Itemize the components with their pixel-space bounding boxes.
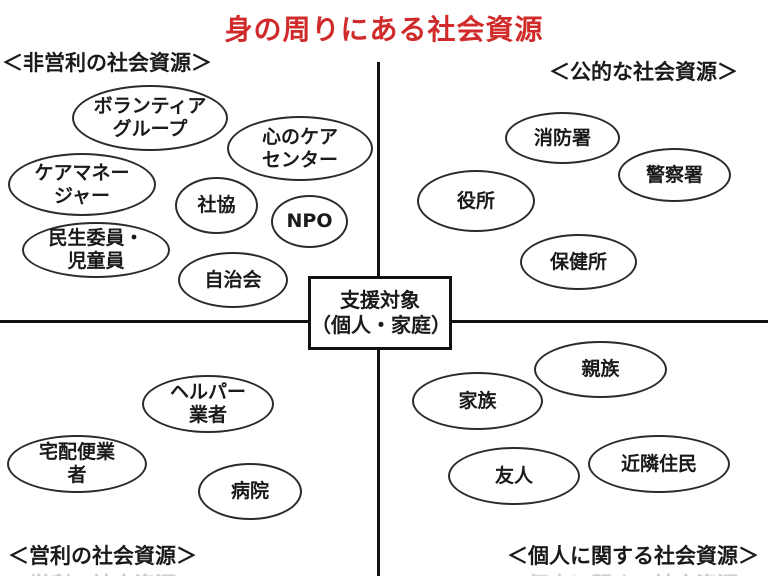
quadrant-label-profit: ＜営利の社会資源＞ bbox=[8, 544, 197, 568]
ellipse-shakyo: 社協 bbox=[175, 177, 258, 234]
quadrant-label-personal: ＜個人に関する社会資源＞ bbox=[507, 544, 759, 568]
ghost-label-personal: ＜個人に関する社会資源＞ bbox=[507, 569, 759, 576]
center-box-support-target: 支援対象 （個人・家庭） bbox=[308, 276, 452, 350]
ellipse-relatives: 親族 bbox=[534, 341, 667, 398]
ghost-label-profit: ＜営利の社会資源＞ bbox=[8, 569, 197, 576]
ellipse-health-center: 保健所 bbox=[520, 234, 637, 290]
ellipse-friends: 友人 bbox=[448, 447, 580, 505]
ellipse-volunteer-group: ボランティア グループ bbox=[72, 85, 228, 151]
ellipse-helper-company: ヘルパー 業者 bbox=[142, 375, 274, 433]
ellipse-government-office: 役所 bbox=[417, 170, 535, 232]
ellipse-welfare-commissioner: 民生委員・ 児童員 bbox=[22, 222, 170, 278]
ellipse-neighbors: 近隣住民 bbox=[588, 435, 730, 493]
ellipse-care-manager: ケアマネー ジャー bbox=[8, 153, 156, 216]
ellipse-family: 家族 bbox=[412, 372, 543, 430]
quadrant-label-public: ＜公的な社会資源＞ bbox=[549, 60, 738, 84]
ellipse-delivery-company: 宅配便業 者 bbox=[7, 435, 147, 493]
ellipse-npo: NPO bbox=[271, 195, 348, 248]
ellipse-police-station: 警察署 bbox=[618, 148, 731, 202]
bottom-ghost-text-row: ＜営利の社会資源＞ ＜個人に関する社会資源＞ bbox=[0, 569, 768, 576]
quadrant-label-nonprofit: ＜非営利の社会資源＞ bbox=[2, 51, 212, 75]
page-title: 身の周りにある社会資源 bbox=[224, 13, 544, 46]
ellipse-mental-care-center: 心のケア センター bbox=[227, 116, 373, 181]
ellipse-fire-station: 消防署 bbox=[505, 112, 620, 164]
ellipse-hospital: 病院 bbox=[198, 463, 302, 520]
ellipse-neighborhood-association: 自治会 bbox=[178, 252, 288, 308]
